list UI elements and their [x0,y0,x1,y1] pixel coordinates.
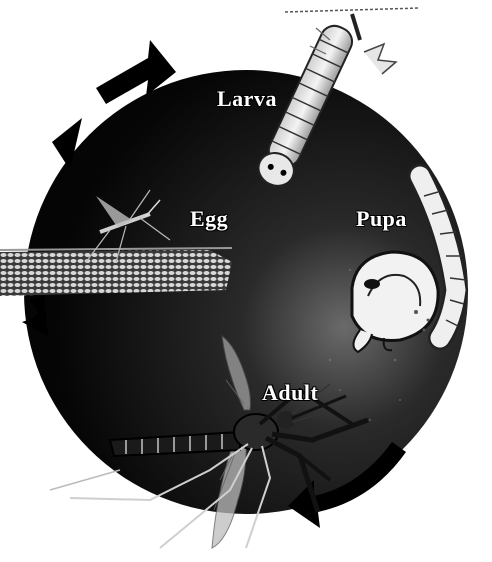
pupa-label: Pupa [356,206,407,232]
egg-label: Egg [190,206,228,232]
larva-label: Larva [217,86,277,112]
adult-label: Adult [262,380,318,406]
water-surface-line [285,8,420,12]
